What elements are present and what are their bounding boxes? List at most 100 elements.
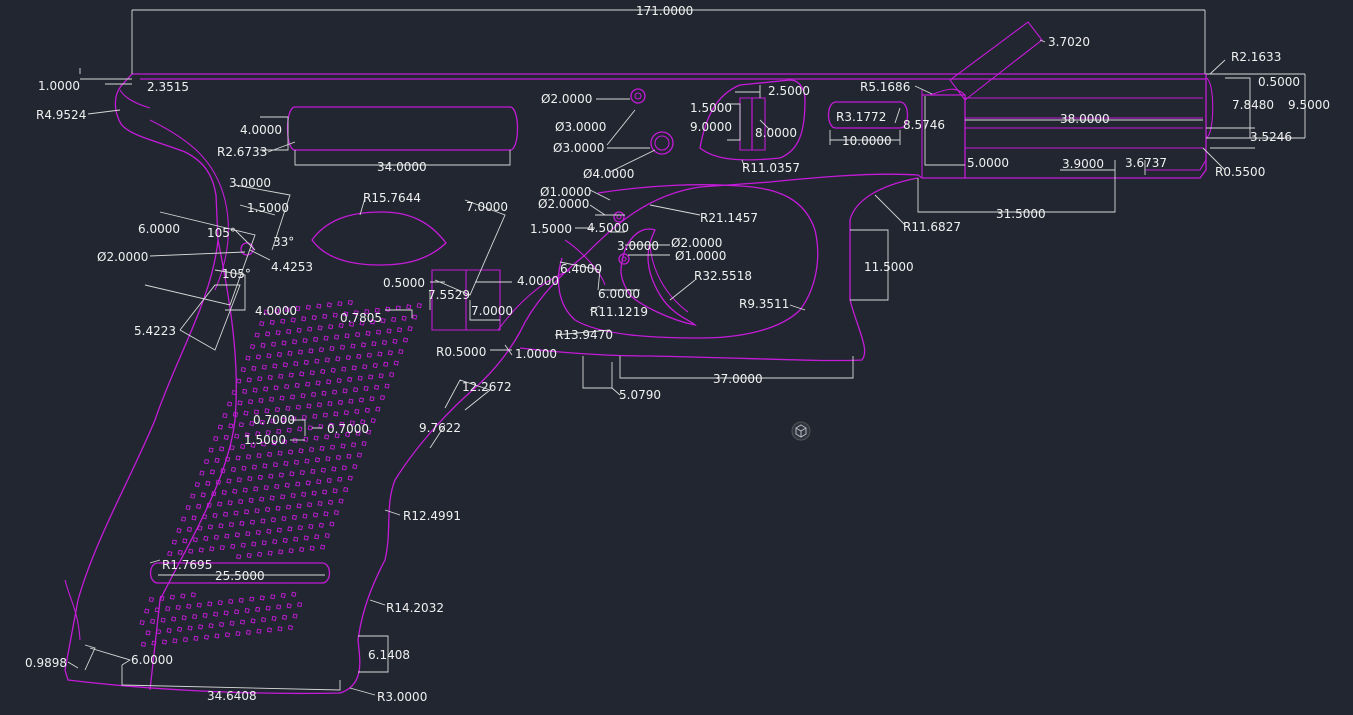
stipple-dot xyxy=(259,496,265,502)
frame-mid-line xyxy=(497,269,571,331)
stipple-dot xyxy=(256,452,262,459)
stipple-dot xyxy=(236,477,242,483)
stipple-dot xyxy=(329,444,336,450)
stipple-dot xyxy=(249,420,255,427)
stipple-dot xyxy=(206,502,212,508)
stipple-dot xyxy=(304,458,310,464)
label-4-0000-a: 4.0000 xyxy=(240,123,282,137)
stipple-dot xyxy=(309,545,315,551)
stipple-dot xyxy=(270,517,277,523)
label-dia1-a: Ø1.0000 xyxy=(540,185,591,199)
takedown-slot xyxy=(949,21,1043,101)
stipple-dot xyxy=(356,452,363,458)
stipple-dot xyxy=(209,546,215,552)
stipple-dot xyxy=(393,360,399,366)
stipple-dot xyxy=(234,532,240,538)
stipple-dot xyxy=(248,497,254,503)
dimension-lines xyxy=(67,9,1306,696)
stipple-dot xyxy=(292,437,298,444)
stipple-dot xyxy=(197,624,204,630)
stipple-dot xyxy=(167,550,173,557)
stipple-dot xyxy=(258,397,264,404)
label-r0-5000: R0.5000 xyxy=(436,345,486,359)
stipple-dot xyxy=(259,595,265,601)
viewcube-icon[interactable] xyxy=(791,421,811,441)
stipple-dot xyxy=(218,621,225,628)
stipple-dot xyxy=(207,601,213,607)
label-0-7000-a: 0.7000 xyxy=(253,413,295,427)
stipple-dot xyxy=(193,635,199,641)
label-dia2-a: Ø2.0000 xyxy=(541,92,592,106)
stipple-dot xyxy=(341,465,347,471)
label-3-0000-b: 3.0000 xyxy=(617,239,659,253)
stipple-dot xyxy=(203,458,210,465)
stipple-dot xyxy=(286,603,292,609)
stipple-dot xyxy=(329,521,335,527)
stipple-dot xyxy=(240,366,246,373)
label-3-9000: 3.9000 xyxy=(1062,157,1104,171)
stipple-dot xyxy=(226,401,233,407)
stipple-dot xyxy=(396,327,403,333)
stipple-dot xyxy=(285,504,292,510)
stipple-dot xyxy=(350,442,357,448)
stipple-dot xyxy=(159,595,165,601)
stipple-dot xyxy=(306,403,312,409)
stipple-dot xyxy=(381,339,388,346)
stipple-dot xyxy=(364,407,370,413)
stipple-dot xyxy=(228,598,234,605)
stipple-dot xyxy=(186,603,192,609)
stipple-dot xyxy=(296,503,302,509)
stipple-dot xyxy=(180,593,186,599)
stipple-dot xyxy=(362,364,368,370)
stipple-dot xyxy=(203,634,210,640)
label-dia3-a: Ø3.0000 xyxy=(555,120,606,134)
stipple-dot xyxy=(286,427,292,433)
stipple-dot xyxy=(196,503,202,509)
stipple-dot xyxy=(291,591,297,597)
stipple-dot xyxy=(298,448,304,454)
stipple-dot xyxy=(270,418,276,424)
stipple-dot xyxy=(360,342,367,348)
label-r11-6827: R11.6827 xyxy=(903,220,961,234)
stipple-dot xyxy=(249,519,256,525)
stipple-dot xyxy=(323,511,329,517)
stipple-dot xyxy=(213,534,219,540)
stipple-dot xyxy=(222,511,229,517)
stipple-dot xyxy=(198,547,204,553)
stipple-dot xyxy=(297,601,303,608)
stipple-dot xyxy=(271,615,277,622)
stipple-dot xyxy=(316,479,322,485)
stipple-dot xyxy=(251,541,257,547)
label-9-5000: 9.5000 xyxy=(1288,98,1330,112)
stipple-dot xyxy=(257,474,263,480)
label-1-0000: 1.0000 xyxy=(515,347,557,361)
stipple-dot xyxy=(148,596,154,603)
locking-block-inner xyxy=(739,97,753,151)
stipple-dot xyxy=(324,434,330,440)
stipple-dot xyxy=(312,336,319,342)
stipple-dot xyxy=(265,331,271,337)
stipple-dot xyxy=(205,480,211,486)
stipple-dot xyxy=(358,397,365,403)
label-4-5000: 4.5000 xyxy=(587,221,629,235)
stipple-dot xyxy=(169,594,175,600)
stipple-dot xyxy=(292,613,298,619)
stipple-dot xyxy=(284,482,290,488)
locking-block-inner2 xyxy=(751,97,766,151)
label-3-6737: 3.6737 xyxy=(1125,156,1167,170)
stipple-dot xyxy=(236,378,242,384)
stipple-dot xyxy=(324,357,330,363)
stipple-dot xyxy=(371,341,377,347)
stipple-dot xyxy=(290,492,296,499)
stipple-dot xyxy=(288,548,294,554)
stipple-dot xyxy=(273,385,279,391)
stipple-dot xyxy=(355,430,361,436)
stipple-dot xyxy=(265,429,271,436)
stipple-dot xyxy=(246,552,252,559)
stipple-dot xyxy=(337,301,343,307)
grip-back-inner xyxy=(149,119,229,291)
stipple-dot xyxy=(291,339,298,345)
stipple-dot xyxy=(177,549,183,555)
stipple-dot xyxy=(305,480,311,486)
stipple-dot xyxy=(320,544,326,550)
